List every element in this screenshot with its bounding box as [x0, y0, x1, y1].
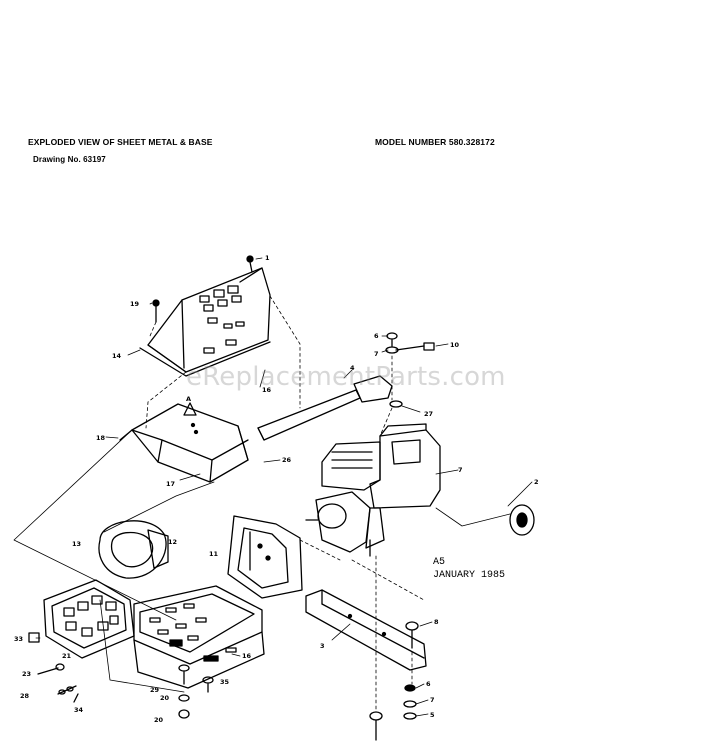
callout-20-mid: 20	[160, 694, 170, 702]
callout-a: A	[186, 395, 191, 403]
callout-6-top: 6	[374, 332, 379, 340]
engine	[305, 423, 441, 557]
watermark: eReplacementParts.com	[186, 362, 506, 392]
base-pan	[133, 585, 265, 689]
base-rail	[305, 589, 427, 671]
date-stamp: A5 JANUARY 1985	[433, 556, 505, 582]
callout-5: 5	[430, 711, 435, 719]
callout-6-bottom: 6	[426, 680, 431, 688]
diagram-title: EXPLODED VIEW OF SHEET METAL & BASE	[28, 137, 213, 147]
callout-8: 8	[434, 618, 439, 626]
callout-33: 33	[14, 635, 23, 643]
callout-10: 10	[450, 341, 460, 349]
model-number: MODEL NUMBER 580.328172	[375, 137, 495, 147]
callout-18: 18	[96, 434, 106, 442]
callout-16-pan: 16	[242, 652, 252, 660]
stamp-date: JANUARY 1985	[433, 570, 506, 581]
tube-bracket	[257, 375, 393, 441]
knob	[28, 632, 40, 643]
callout-7-top: 7	[374, 350, 379, 358]
callout-26: 26	[282, 456, 292, 464]
callout-12: 12	[168, 538, 177, 546]
callout-14: 14	[112, 352, 122, 360]
callout-7-engine: 7	[458, 466, 463, 474]
callout-34: 34	[74, 706, 84, 714]
drawing-number: Drawing No. 63197	[33, 155, 106, 164]
small-screws	[37, 663, 79, 703]
callout-4: 4	[350, 364, 355, 372]
callout-23: 23	[22, 670, 31, 678]
top-shroud	[139, 255, 271, 377]
callout-35: 35	[220, 678, 230, 686]
callout-7-bottom: 7	[430, 696, 435, 704]
callout-labels: 1 19 14 18 6 7 10 4 27 16 26 17 2 12 13 …	[14, 254, 539, 724]
callout-16-top: 16	[262, 386, 272, 394]
leader-lines	[13, 257, 533, 717]
bolt-stack	[369, 621, 419, 741]
callout-13: 13	[72, 540, 81, 548]
callout-21: 21	[62, 652, 72, 660]
marker-a	[183, 402, 197, 416]
callout-29: 29	[150, 686, 160, 694]
callout-11: 11	[209, 550, 219, 558]
pulley	[509, 504, 535, 536]
callout-20-bottom: 20	[154, 716, 164, 724]
pan-screws	[178, 664, 214, 719]
bolt-19	[152, 299, 160, 323]
callout-28: 28	[20, 692, 30, 700]
stamp-revision: A5	[433, 557, 446, 568]
middle-shroud	[119, 403, 249, 483]
callout-1: 1	[265, 254, 270, 262]
callout-17: 17	[166, 480, 175, 488]
callout-27: 27	[424, 410, 433, 418]
callout-19: 19	[130, 300, 140, 308]
callout-3-rail: 3	[320, 642, 325, 650]
callout-2-pulley: 2	[534, 478, 539, 486]
engine-plate	[227, 515, 303, 599]
front-grille	[43, 579, 135, 659]
